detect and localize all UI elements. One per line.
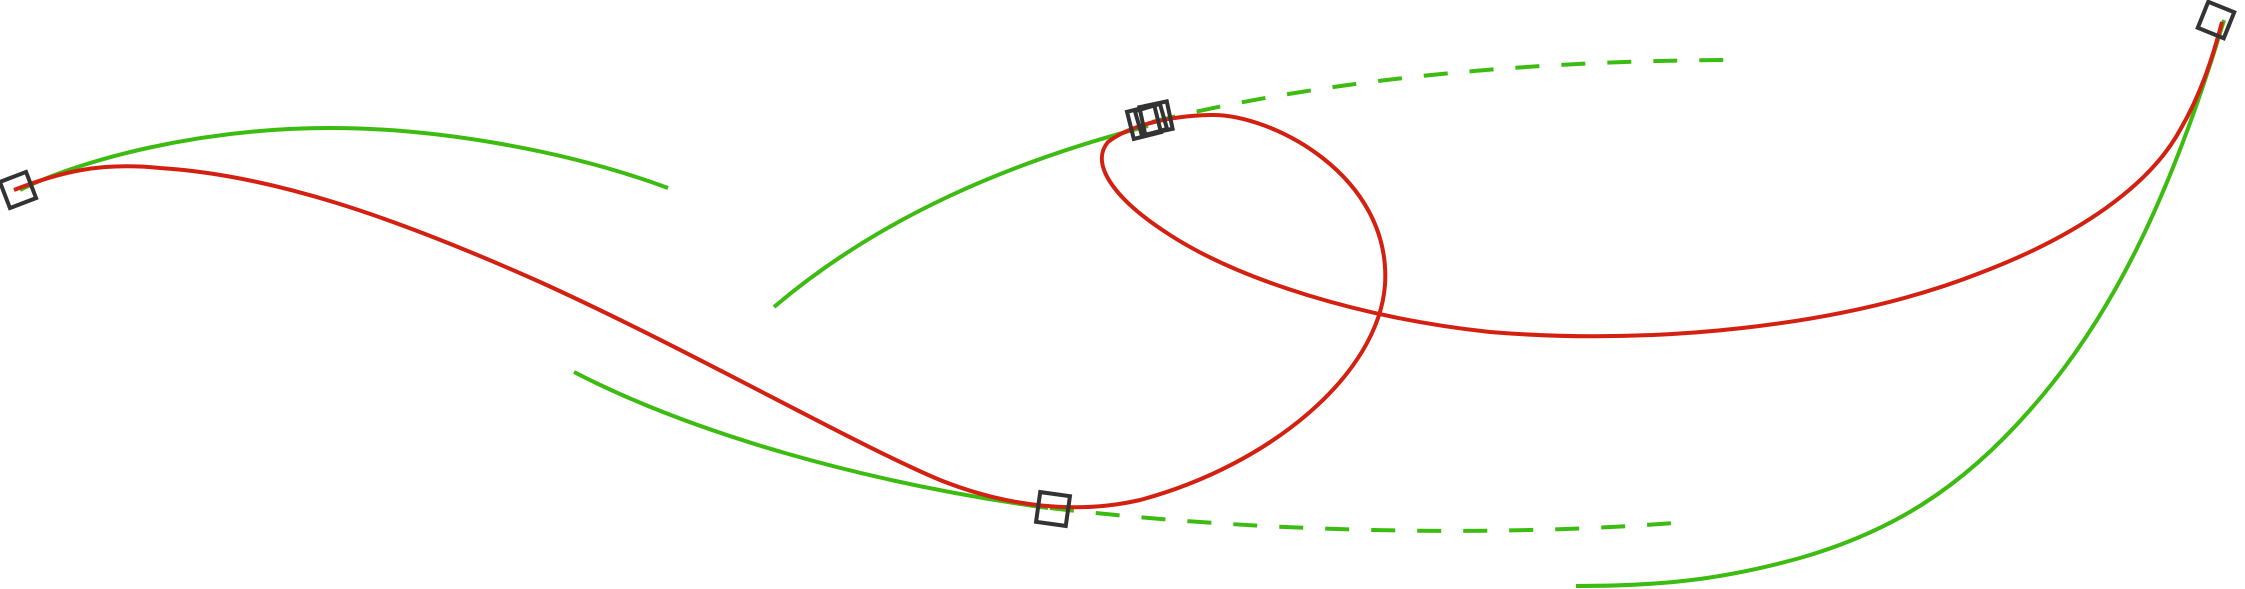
control-handles: [19, 19, 2226, 588]
anchor-nodes: [0, 0, 2237, 529]
node-bottom[interactable]: [1033, 489, 1073, 529]
handle-loop-out[interactable]: [1151, 58, 1741, 124]
bezier-path[interactable]: [13, 21, 2224, 510]
handle-loop-in[interactable]: [772, 124, 1149, 309]
handle-bottom-out[interactable]: [1049, 506, 1687, 533]
node-loop-top[interactable]: [1137, 99, 1175, 137]
handle-bottom-in[interactable]: [573, 370, 1049, 510]
handle-end-in[interactable]: [1575, 19, 2226, 588]
node-end[interactable]: [2195, 0, 2237, 41]
node-start[interactable]: [0, 169, 39, 211]
handle-start-out[interactable]: [19, 126, 669, 192]
